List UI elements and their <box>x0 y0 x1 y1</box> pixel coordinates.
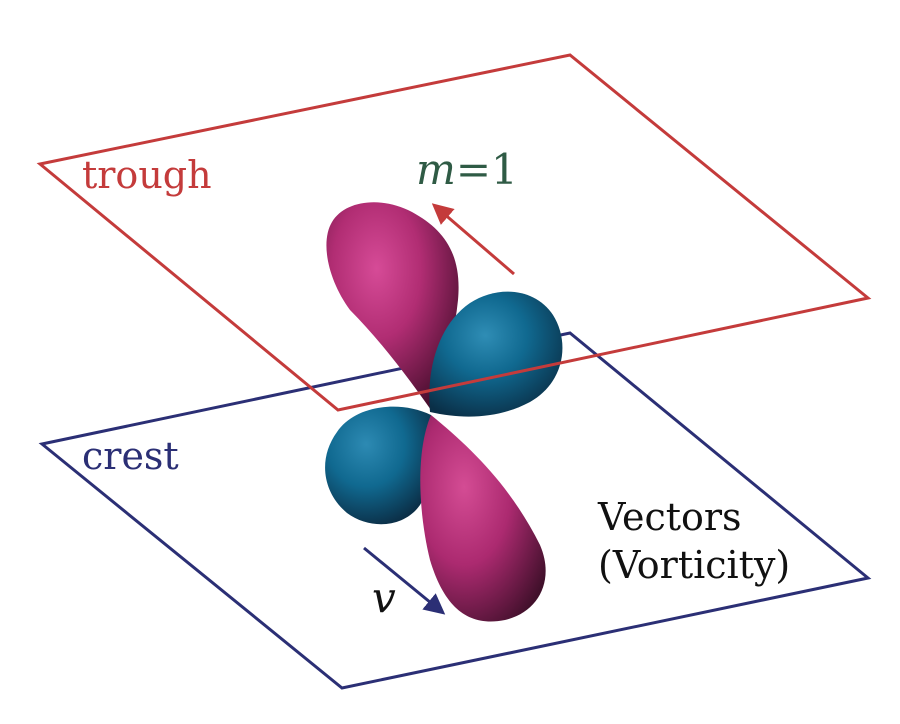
magenta-lobe-lower <box>420 415 546 622</box>
trough-arrow <box>431 203 515 276</box>
vectors-label-line1: Vectors <box>597 495 742 539</box>
magenta-lobe-upper <box>326 202 459 410</box>
vectors-label-line2: (Vorticity) <box>598 543 790 587</box>
velocity-label: v <box>372 573 396 622</box>
mode-value: =1 <box>456 145 518 194</box>
crest-plane <box>38 331 872 690</box>
blue-lobe-upper <box>429 291 563 417</box>
blue-lobe-lower <box>325 406 433 525</box>
trough-plane <box>36 53 872 412</box>
mode-label: m=1 <box>416 145 518 194</box>
mode-symbol: m <box>416 145 456 194</box>
velocity-arrow <box>363 546 446 615</box>
crest-label: crest <box>82 434 179 478</box>
trough-label: trough <box>82 153 212 197</box>
